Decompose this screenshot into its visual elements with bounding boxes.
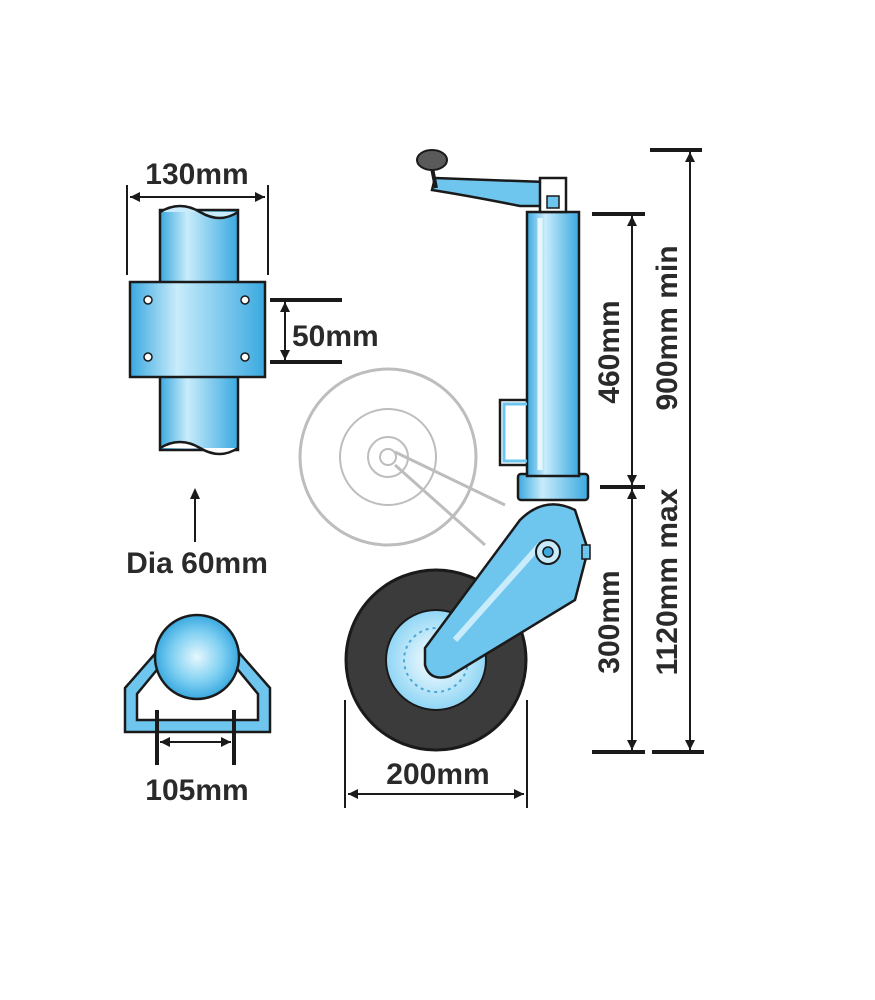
tube-section [153,613,241,701]
clamp-width-label: 130mm [145,158,248,191]
jockey-wheel-view: 200mm 460mm 300mm 900mm min 1120mm max [298,148,704,808]
tube-length-label: 460mm [593,300,626,403]
ghost-wheel [298,367,506,547]
tube-collar [516,472,590,502]
tube-diameter-label: Dia 60mm [126,547,268,580]
height-max-label: 1120mm max [651,488,684,675]
bolt-hole [143,295,153,305]
wheel-diameter-label: 200mm [386,758,489,791]
cradle-width-label: 105mm [145,774,248,807]
bolt-hole [240,352,250,362]
wheel-drop-label: 300mm [593,570,626,673]
main-tube [525,210,581,478]
clamp-view: 130mm 50mm Dia 60mm [126,158,379,580]
bolt-hole [143,352,153,362]
height-min-label: 900mm min [651,245,684,410]
crank-knob [416,149,448,171]
bolt-hole [240,295,250,305]
cradle-view: 105mm [123,613,272,807]
clamp-height-label: 50mm [292,320,379,353]
crank-handle [430,176,547,208]
tube-handle [498,398,527,467]
